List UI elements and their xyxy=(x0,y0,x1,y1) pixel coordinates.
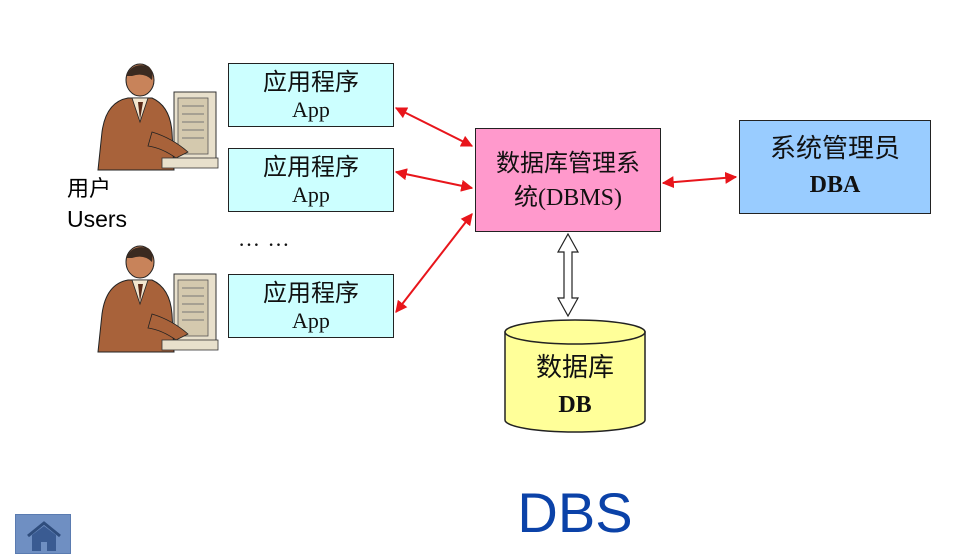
user-at-computer-icon xyxy=(97,63,219,171)
db-label-en: DB xyxy=(558,392,592,418)
arrow-dbms-dba xyxy=(661,171,738,189)
user-at-computer-icon xyxy=(97,245,219,353)
arrow-app3-dbms xyxy=(395,213,473,313)
arrow-app1-dbms xyxy=(394,107,474,147)
dbms-label-line2: 统(DBMS) xyxy=(514,180,622,215)
app-label-zh: 应用程序 xyxy=(263,279,359,307)
dbms-box: 数据库管理系 统(DBMS) xyxy=(475,128,661,232)
db-label-zh: 数据库 xyxy=(535,353,614,383)
app-label-zh: 应用程序 xyxy=(263,153,359,181)
app-label-en: App xyxy=(292,308,330,333)
users-label: 用户 Users xyxy=(67,176,127,234)
home-icon xyxy=(27,521,61,551)
dba-box: 系统管理员 DBA xyxy=(739,120,931,214)
database-cylinder xyxy=(504,319,646,433)
dbms-label-zh2: 统 xyxy=(513,182,538,211)
app-label-en: App xyxy=(292,97,330,122)
arrow-dbms-db xyxy=(556,232,580,318)
app-box: 应用程序 App xyxy=(228,274,394,338)
dba-label-en: DBA xyxy=(809,172,861,198)
dbms-label-en: (DBMS) xyxy=(537,184,622,211)
dbms-label-line1: 数据库管理系 xyxy=(496,148,640,177)
arrow-app2-dbms xyxy=(394,168,474,192)
app-box: 应用程序 App xyxy=(228,63,394,127)
app-box: 应用程序 App xyxy=(228,148,394,212)
users-label-en: Users xyxy=(67,206,128,232)
home-button[interactable] xyxy=(15,514,71,554)
app-label-en: App xyxy=(292,182,330,207)
dbs-title: DBS xyxy=(517,481,633,544)
ellipsis-label: … … xyxy=(238,226,291,251)
dba-label-zh: 系统管理员 xyxy=(769,134,900,164)
users-label-zh: 用户 xyxy=(67,177,112,202)
app-label-zh: 应用程序 xyxy=(263,68,359,96)
